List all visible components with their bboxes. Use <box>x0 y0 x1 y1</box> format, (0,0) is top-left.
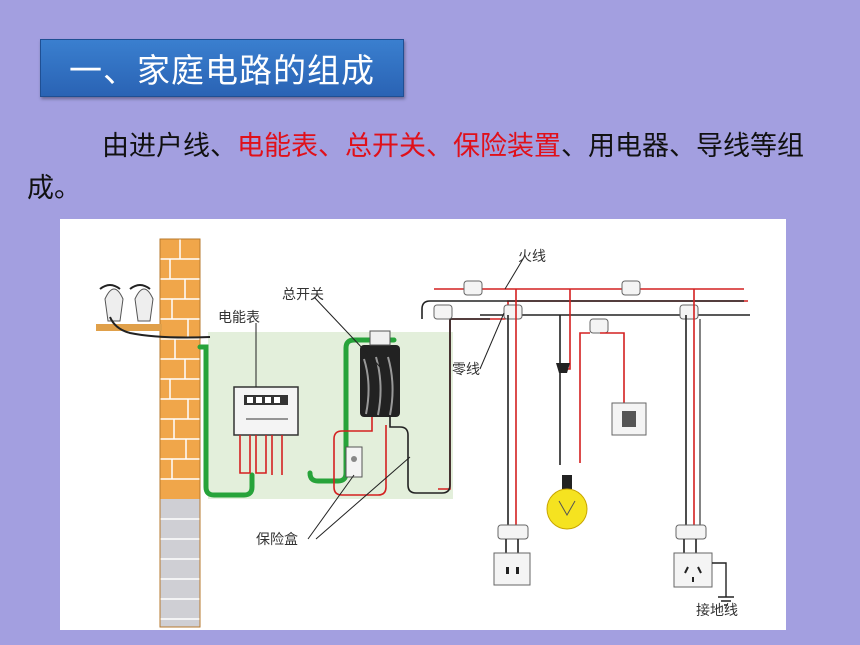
label-live-wire: 火线 <box>518 249 546 265</box>
socket-right-icon <box>673 524 734 606</box>
label-neutral-wire: 零线 <box>452 362 480 378</box>
label-main-switch: 总开关 <box>282 287 324 303</box>
text-part-3: 、用电器、导线等组成。 <box>27 131 804 204</box>
circuit-diagram: 火线 总开关 电能表 零线 保险盒 接地线 <box>60 219 786 630</box>
main-switch-icon <box>360 330 400 417</box>
description-paragraph: 由进户线、电能表、总开关、保险装置、用电器、导线等组成。 <box>27 126 832 210</box>
socket-left-icon <box>493 524 531 586</box>
label-fuse-box: 保险盒 <box>256 532 298 548</box>
slide-title: 一、家庭电路的组成 <box>69 51 375 90</box>
text-part-1: 由进户线、 <box>102 131 237 162</box>
circuit-diagram-svg <box>96 238 750 628</box>
label-ground-wire: 接地线 <box>696 603 738 619</box>
text-highlight-red: 电能表、总开关、保险装置 <box>237 131 561 162</box>
light-bulb-icon <box>546 289 588 530</box>
fuse-box-icon <box>345 446 363 478</box>
title-banner: 一、家庭电路的组成 <box>40 39 404 97</box>
insulator-icon <box>96 284 211 339</box>
electric-meter-icon <box>233 386 299 436</box>
wall-switch-icon <box>579 332 647 463</box>
brick-wall-icon <box>159 238 201 628</box>
label-meter: 电能表 <box>218 310 260 326</box>
